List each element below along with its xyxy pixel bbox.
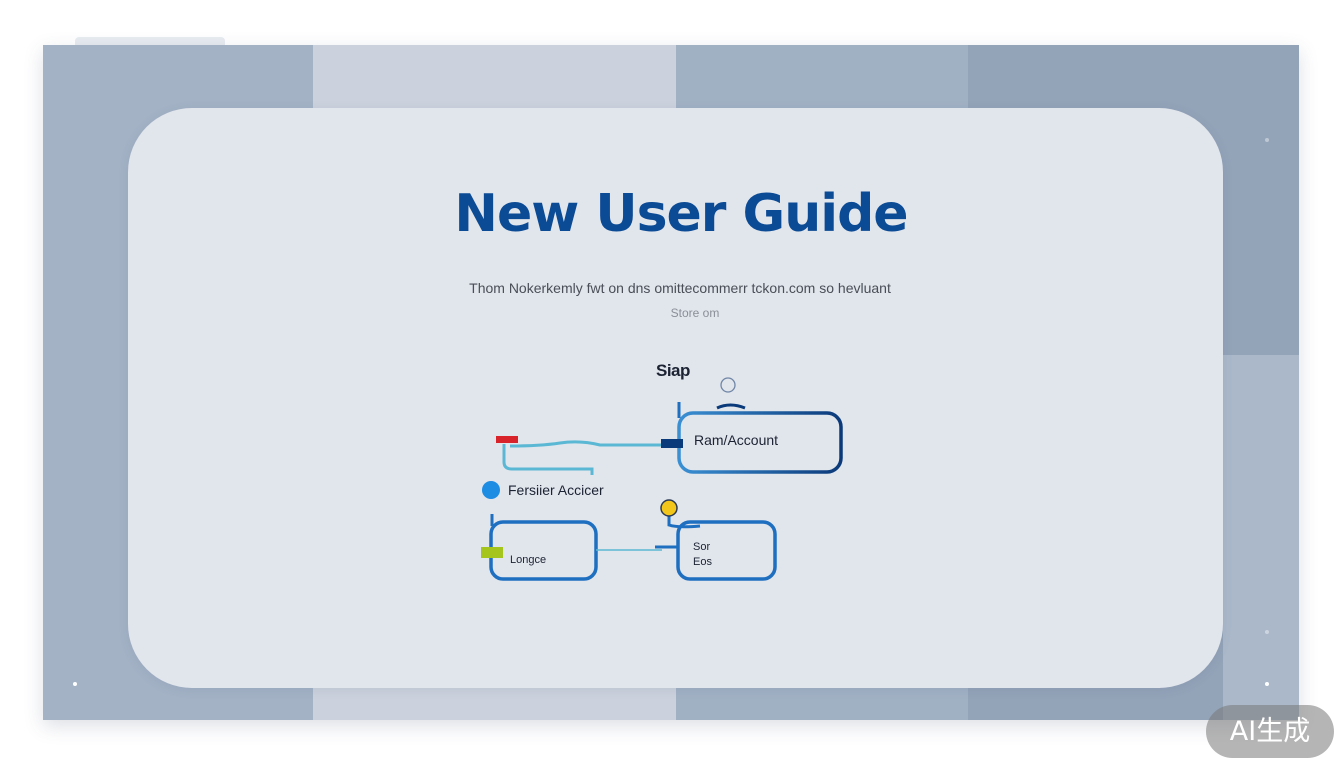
corner-dot: [1265, 630, 1269, 634]
node-account-label: Ram/Account: [694, 432, 779, 448]
node-right-label-line1: Sor: [693, 541, 711, 553]
diagram-heading: Siap: [656, 361, 690, 380]
node-right-label-line2: Eos: [693, 556, 712, 568]
yellow-circle-icon: [660, 499, 678, 517]
corner-dot: [73, 682, 77, 686]
subtitle-text: Thom Nokerkemly fwt on dns omittecommerr…: [469, 280, 891, 296]
content-card: [128, 108, 1223, 688]
background-band: [1223, 355, 1299, 720]
red-marker-icon: [496, 436, 518, 443]
connector-line: [716, 403, 746, 410]
connector-line: [667, 515, 701, 529]
connector-line: [502, 444, 594, 475]
navy-marker-icon: [661, 439, 683, 448]
subtitle-secondary-text: Store om: [670, 306, 720, 320]
empty-circle-icon: [720, 377, 736, 393]
node-lower-box: [489, 520, 598, 581]
blue-circle-icon: [482, 481, 500, 499]
node-right-box: [676, 520, 777, 581]
connector-line: [509, 440, 662, 448]
green-marker-icon: [481, 547, 503, 558]
node-lower-label: Longce: [510, 554, 547, 566]
node-persier-label: Fersiier Accicer: [508, 482, 604, 498]
page-title: New User Guide: [454, 184, 908, 244]
corner-dot: [1265, 138, 1269, 142]
ai-generated-badge: AI生成: [1206, 705, 1334, 758]
corner-dot: [1265, 682, 1269, 686]
